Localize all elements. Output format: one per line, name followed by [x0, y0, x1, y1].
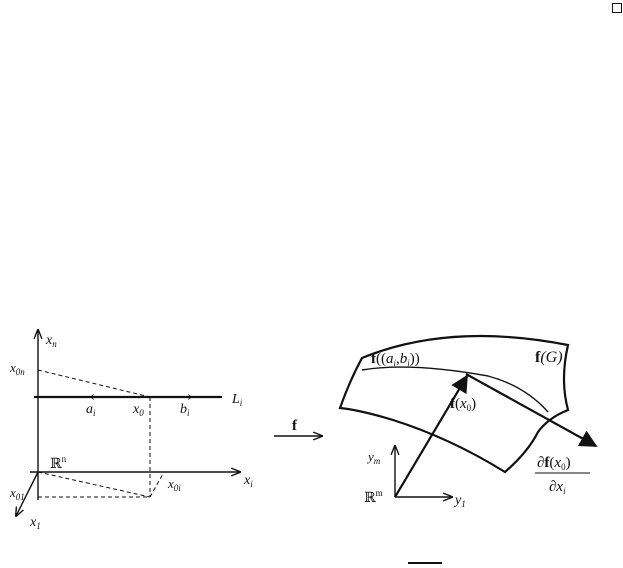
label-x0n: x0n: [9, 360, 25, 377]
label-f: f: [292, 418, 298, 434]
label-ym: ym: [366, 449, 381, 466]
label-fG: f(G): [535, 349, 563, 366]
label-x0: x0: [132, 402, 144, 418]
label-xn: xn: [45, 333, 57, 349]
label-x0i: x0i: [167, 476, 181, 493]
bottom-rule: [408, 562, 442, 564]
deriv-denominator: ∂xi: [549, 479, 566, 496]
label-ai: ai: [86, 402, 96, 418]
surface-fG: [338, 334, 570, 474]
label-y1: y1: [453, 493, 466, 509]
corner-checkbox-box: [612, 3, 622, 13]
label-Li: Li: [231, 392, 243, 408]
deriv-numerator: ∂f(x0): [537, 455, 571, 472]
label-Rm: ℝm: [364, 488, 383, 506]
label-bi: bi: [180, 402, 190, 418]
label-f-ab: f((ai,bi)): [371, 351, 420, 368]
label-xi: xi: [243, 473, 253, 489]
curve-f-ab: [361, 366, 549, 413]
position-vector: [394, 374, 468, 498]
left-diagram: xn x0n ai x0 bi Li ℝn x01 x0i xi x1: [9, 330, 253, 531]
label-fx0: f(x0): [450, 396, 476, 413]
label-Rn: ℝn: [50, 454, 67, 472]
proj-x0i-dash: [37, 471, 151, 498]
right-diagram: f((ai,bi)) f(G) f(x0) ym ℝm y1 ∂f(x0) ∂x…: [338, 334, 598, 509]
tangent-vector: [465, 373, 598, 447]
label-x1: x1: [29, 515, 41, 531]
proj-x0n-dash: [37, 369, 151, 398]
x1-axis: [16, 471, 39, 516]
proj-diag-dash: [149, 471, 165, 498]
mapping-f: f: [274, 418, 322, 436]
label-x01: x01: [9, 485, 25, 502]
partial-derivative-label: ∂f(x0) ∂xi: [535, 455, 590, 496]
